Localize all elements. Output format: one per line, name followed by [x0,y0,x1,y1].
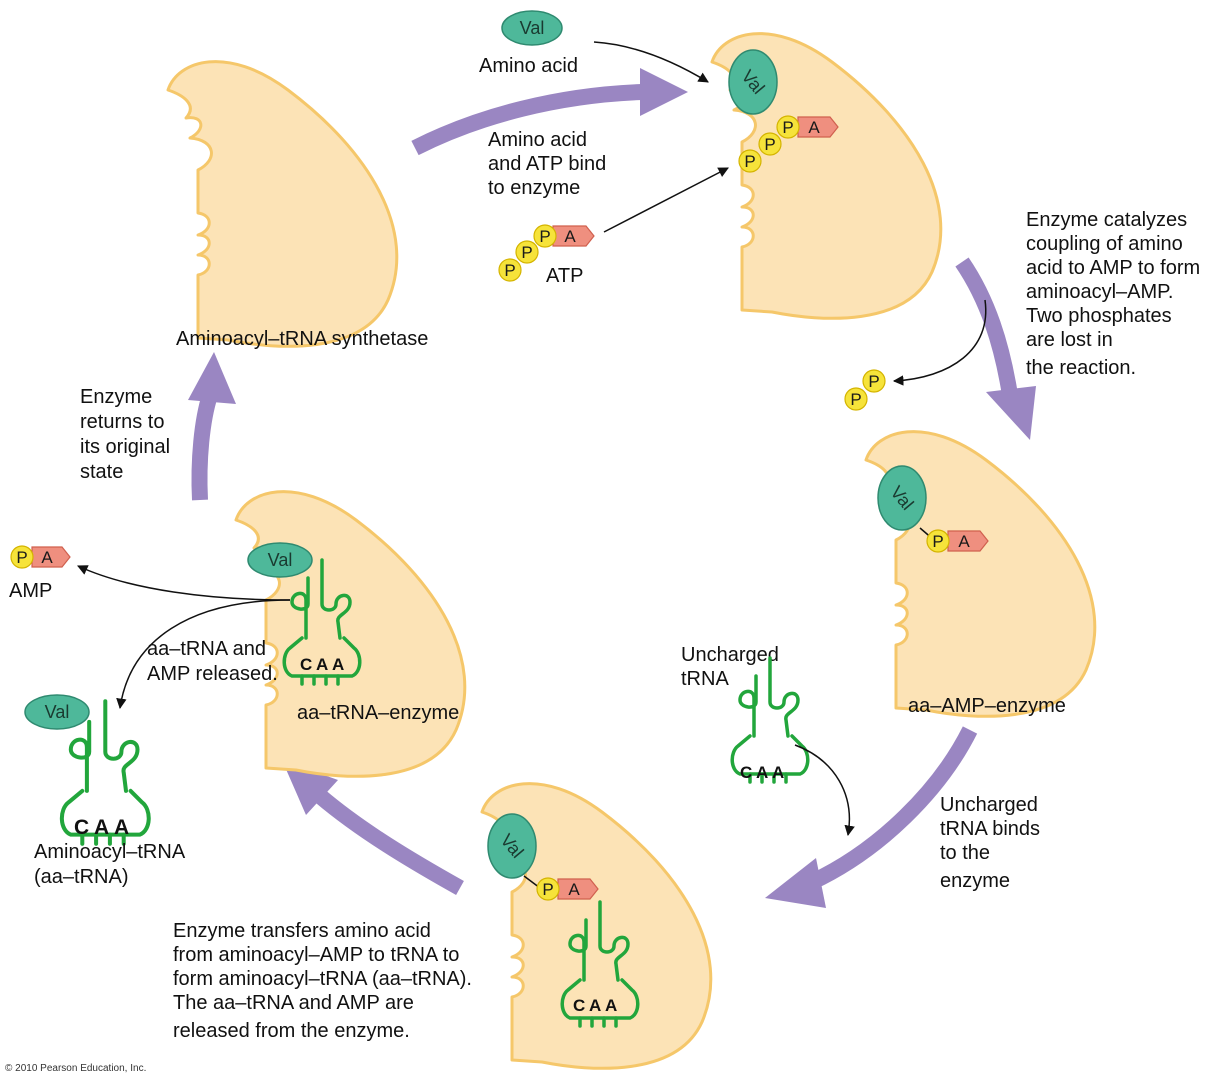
label-step-transfer: Enzyme transfers amino acid from aminoac… [173,920,472,1042]
svg-text:A: A [958,532,970,551]
svg-text:C: C [573,996,585,1015]
svg-text:A: A [568,880,580,899]
svg-text:P: P [539,227,550,246]
svg-text:Enzyme: Enzyme [80,386,152,408]
svg-text:A: A [316,655,328,674]
svg-text:Two phosphates: Two phosphates [1026,305,1172,327]
enzyme-val-atp-bound: Val A P P P [710,32,943,320]
svg-text:P: P [932,532,943,551]
label-uncharged-trna: Uncharged tRNA [681,644,779,690]
svg-text:acid to AMP to form: acid to AMP to form [1026,257,1200,279]
cycle-arrow-1 [411,68,688,156]
svg-text:state: state [80,461,123,483]
svg-text:to the: to the [940,842,990,864]
svg-text:C: C [74,816,89,839]
svg-text:P: P [782,118,793,137]
svg-text:C: C [740,763,752,782]
label-step-bind: Amino acid and ATP bind to enzyme [488,129,606,199]
svg-text:Uncharged: Uncharged [940,794,1038,816]
svg-text:P: P [542,880,553,899]
svg-text:Uncharged: Uncharged [681,644,779,666]
amp-molecule: A P [10,545,71,569]
svg-text:AMP released.: AMP released. [147,663,278,685]
enzyme-aa-amp: Val A P [864,430,1097,718]
label-synthetase: Aminoacyl–tRNA synthetase [176,328,428,350]
enzyme-trna-aa-amp: Val A P C A A [480,782,713,1070]
svg-text:from aminoacyl–AMP to tRNA to: from aminoacyl–AMP to tRNA to [173,944,459,966]
svg-text:A: A [772,763,784,782]
cycle-arrow-2 [955,257,1036,440]
svg-text:Aminoacyl–tRNA: Aminoacyl–tRNA [34,841,186,863]
svg-text:A: A [114,816,129,839]
svg-text:aa–tRNA and: aa–tRNA and [147,638,266,660]
svg-text:the reaction.: the reaction. [1026,357,1136,379]
svg-text:A: A [564,227,576,246]
svg-text:P: P [504,261,515,280]
svg-text:its original: its original [80,436,170,458]
synthetase-free [166,60,399,348]
label-amino-acid: Amino acid [479,55,578,77]
svg-text:returns to: returns to [80,411,164,433]
svg-text:A: A [756,763,768,782]
svg-text:Enzyme transfers amino acid: Enzyme transfers amino acid [173,920,431,942]
svg-text:A: A [605,996,617,1015]
svg-text:Val: Val [45,702,70,722]
arrow-amino-acid-in [593,41,709,83]
svg-text:tRNA: tRNA [681,668,729,690]
svg-text:A: A [332,655,344,674]
label-aa-trna-enzyme: aa–tRNA–enzyme [297,702,459,724]
svg-text:The aa–tRNA and AMP are: The aa–tRNA and AMP are [173,992,414,1014]
label-step-return: Enzyme returns to its original state [80,386,170,483]
svg-text:C: C [300,655,312,674]
svg-text:form aminoacyl–tRNA (aa–tRNA).: form aminoacyl–tRNA (aa–tRNA). [173,968,472,990]
arrow-atp-in [603,167,729,233]
svg-text:released from the enzyme.: released from the enzyme. [173,1020,410,1042]
svg-text:P: P [850,390,861,409]
svg-text:P: P [16,548,27,567]
amino-acid-valine: Val [501,10,563,46]
svg-text:(aa–tRNA): (aa–tRNA) [34,866,128,888]
svg-text:Amino acid: Amino acid [488,129,587,151]
svg-text:coupling of amino: coupling of amino [1026,233,1183,255]
svg-text:A: A [589,996,601,1015]
svg-text:A: A [94,816,109,839]
svg-text:tRNA binds: tRNA binds [940,818,1040,840]
pyrophosphate: P P [844,369,886,411]
svg-text:P: P [868,372,879,391]
svg-text:and ATP bind: and ATP bind [488,153,606,175]
cycle-arrow-5 [188,352,236,501]
label-released: aa–tRNA and AMP released. [147,638,278,685]
svg-text:Val: Val [520,18,545,38]
label-aminoacyl-trna: Aminoacyl–tRNA (aa–tRNA) [34,841,186,888]
svg-text:are lost in: are lost in [1026,329,1113,351]
arrow-amp-out [77,565,291,601]
cycle-arrows [188,68,1036,908]
enzyme-aa-trna: Val C A A [234,490,467,778]
aminoacyl-trna-free: Val C A A [24,694,149,844]
label-aa-amp-enzyme: aa–AMP–enzyme [908,695,1066,717]
cycle-arrow-4 [282,760,464,895]
atp-molecule: A P P P [498,224,595,282]
label-amp: AMP [9,580,52,602]
uncharged-trna: C A A [730,656,810,784]
label-step-couple: Enzyme catalyzes coupling of amino acid … [1026,209,1200,379]
copyright: © 2010 Pearson Education, Inc. [5,1063,146,1074]
arrow-pyrophosphate-out [892,299,987,386]
svg-text:to enzyme: to enzyme [488,177,580,199]
svg-text:P: P [744,152,755,171]
svg-text:Enzyme catalyzes: Enzyme catalyzes [1026,209,1187,231]
svg-text:aminoacyl–AMP.: aminoacyl–AMP. [1026,281,1173,303]
svg-text:A: A [808,118,820,137]
label-step-trna-binds: Uncharged tRNA binds to the enzyme [940,794,1040,892]
arrow-trna-in [794,744,855,837]
svg-text:P: P [764,135,775,154]
svg-text:A: A [41,548,53,567]
label-atp: ATP [546,265,583,287]
svg-text:P: P [521,243,532,262]
cycle-arrow-3 [765,726,978,908]
arrow-aa-trna-out [116,599,291,710]
svg-text:enzyme: enzyme [940,870,1010,892]
svg-text:Val: Val [268,550,293,570]
